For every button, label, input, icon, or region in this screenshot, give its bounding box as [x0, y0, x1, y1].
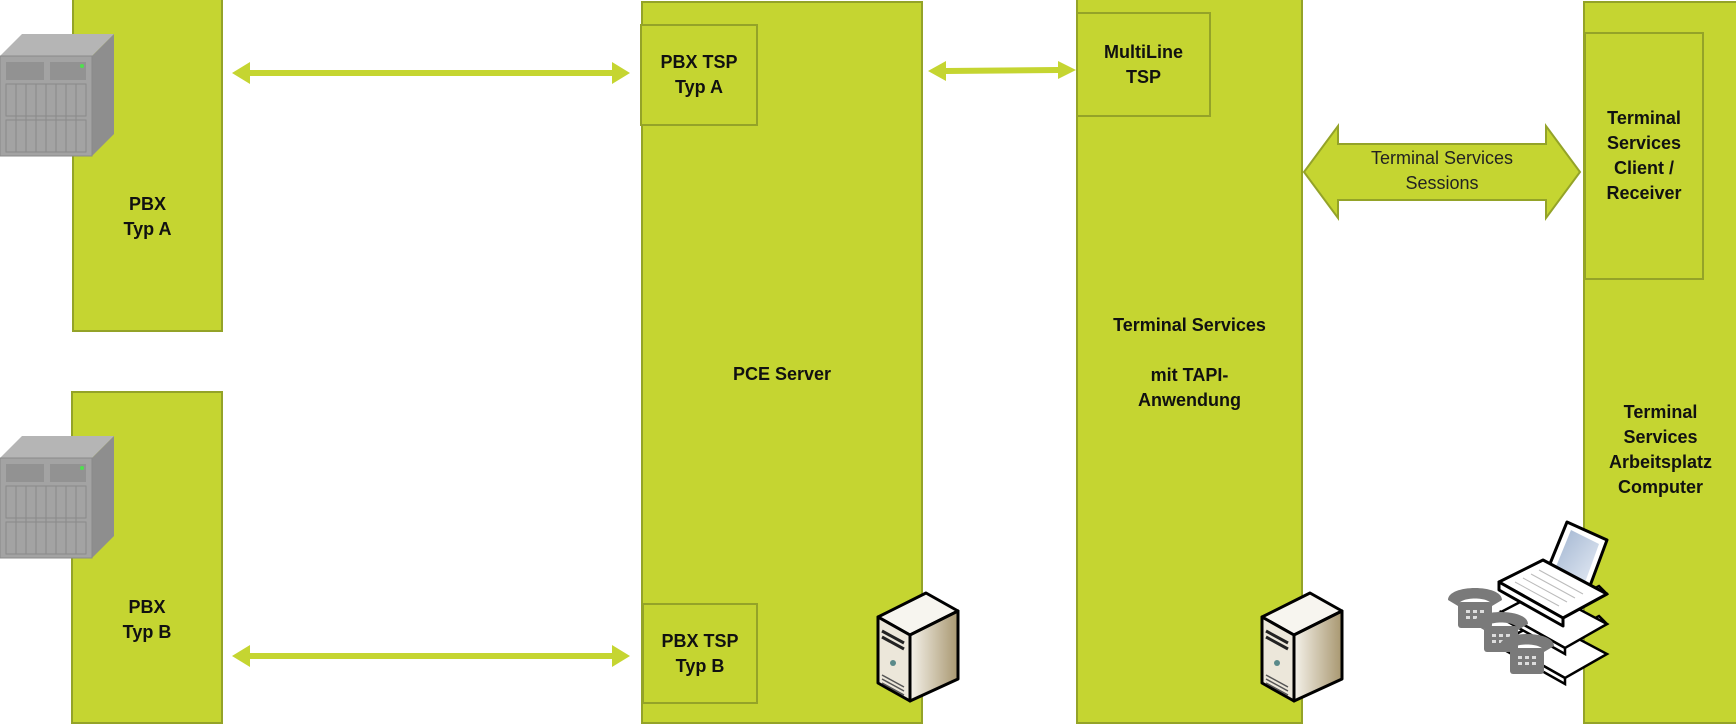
terminal-services-label: Terminal Services mit TAPI- Anwendung	[1113, 315, 1266, 410]
server-tower-icon	[1260, 591, 1344, 703]
sessions-label: Terminal Services Sessions	[1370, 148, 1514, 193]
telephone-icon	[1448, 588, 1554, 674]
pbx-type-a-label: PBX Typ A	[123, 194, 172, 239]
pbx-hardware-icon	[0, 436, 114, 559]
pbx-hardware-icon	[0, 34, 114, 157]
ts-client-box: Terminal Services Client / Receiver	[1584, 32, 1704, 280]
ts-client-label: Terminal Services Client / Receiver	[1606, 108, 1682, 203]
pbx-tsp-type-a-label: PBX TSP Typ A	[660, 52, 738, 97]
pbx-tsp-type-b-label: PBX TSP Typ B	[661, 630, 739, 676]
server-tower-icon	[876, 591, 960, 703]
workstation-label: Terminal Services Arbeitsplatz Computer	[1608, 402, 1713, 497]
pbx-type-b-label: PBX Typ B	[122, 597, 172, 642]
terminal-services-box	[1076, 0, 1303, 724]
connector-arrow-pbx-a	[232, 62, 630, 84]
pce-server-label: PCE Server	[732, 364, 832, 384]
multiline-tsp-label: MultiLine TSP	[1104, 41, 1183, 87]
connector-arrow-pbx-b	[232, 645, 630, 667]
pbx-tsp-type-b-box: PBX TSP Typ B	[642, 603, 758, 704]
multiline-tsp-box: MultiLine TSP	[1076, 12, 1211, 117]
sessions-block-arrow	[1302, 122, 1582, 222]
connector-arrow-multiline	[928, 61, 1076, 81]
pbx-tsp-type-a-box: PBX TSP Typ A	[640, 24, 758, 126]
